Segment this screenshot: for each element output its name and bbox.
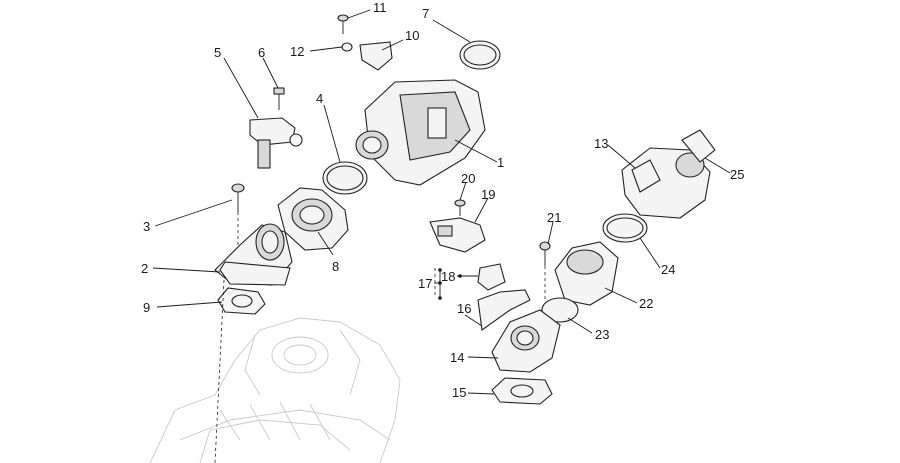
part-label-21: 21 <box>547 210 561 225</box>
part-label-15: 15 <box>452 385 466 400</box>
part-label-8: 8 <box>332 259 339 274</box>
clamp-25 <box>681 129 716 163</box>
washer-12 <box>341 42 353 52</box>
part-label-25: 25 <box>730 167 744 182</box>
part-label-10: 10 <box>405 28 419 43</box>
intake-manifold-14 <box>491 309 561 373</box>
gasket-left <box>217 287 266 315</box>
screw-11 <box>337 14 349 34</box>
leader-lines <box>152 9 731 395</box>
part-label-23: 23 <box>595 327 609 342</box>
part-label-17: 17 <box>418 276 432 291</box>
part-label-9: 9 <box>143 300 150 315</box>
bracket-16 <box>477 289 531 331</box>
part-label-4: 4 <box>316 91 323 106</box>
engine-block-outline <box>149 317 401 463</box>
bullet-dots <box>438 268 462 300</box>
part-label-24: 24 <box>661 262 675 277</box>
gasket-15 <box>491 377 553 405</box>
part-label-11: 11 <box>373 0 387 15</box>
part-label-19: 19 <box>481 187 495 202</box>
sensor-19 <box>429 217 486 253</box>
intake-sleeve <box>277 187 349 251</box>
screw-6 <box>273 87 285 110</box>
clamp-23 <box>541 297 579 323</box>
bracket-10 <box>359 41 393 71</box>
fuel-injector <box>249 117 303 169</box>
part-label-16: 16 <box>457 301 471 316</box>
screw-21 <box>539 241 551 266</box>
clamp-4 <box>322 161 368 195</box>
sleeve-22 <box>554 241 619 306</box>
clamp-7 <box>459 40 501 70</box>
part-label-18: 18 <box>441 269 455 284</box>
part-label-3: 3 <box>143 219 150 234</box>
connector-18 <box>477 263 506 291</box>
part-label-5: 5 <box>214 45 221 60</box>
part-label-6: 6 <box>258 45 265 60</box>
part-label-2: 2 <box>141 261 148 276</box>
part-label-22: 22 <box>639 296 653 311</box>
part-label-13: 13 <box>594 136 608 151</box>
clamp-24 <box>602 213 648 243</box>
screw-3 <box>231 183 245 212</box>
throttle-body-1 <box>355 79 486 186</box>
screw-20 <box>454 199 466 216</box>
intake-manifold-left <box>214 223 293 286</box>
part-label-7: 7 <box>422 6 429 21</box>
part-label-14: 14 <box>450 350 464 365</box>
part-label-12: 12 <box>290 44 304 59</box>
part-label-20: 20 <box>461 171 475 186</box>
part-label-1: 1 <box>497 155 504 170</box>
